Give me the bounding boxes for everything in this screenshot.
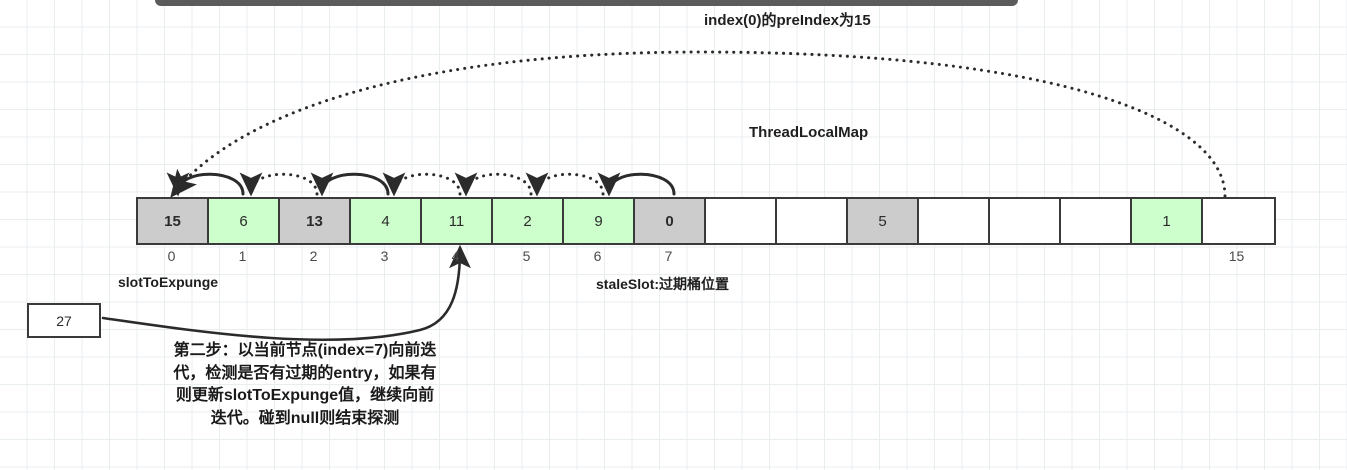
array-cell-value-3: 4 xyxy=(381,212,390,230)
array-cell-11 xyxy=(919,199,990,243)
array-cell-0: 15 xyxy=(138,199,209,243)
array-index-label-4: 4 xyxy=(451,248,460,264)
array-cell-value-4: 11 xyxy=(448,212,465,230)
array-cell-value-2: 13 xyxy=(306,212,323,230)
array-cell-8 xyxy=(706,199,777,243)
array-index-label-15: 15 xyxy=(1228,248,1245,264)
array-cell-value-5: 2 xyxy=(523,212,532,230)
array-cell-4: 11 xyxy=(422,199,493,243)
array-cell-value-6: 9 xyxy=(594,212,603,230)
array-cell-6: 9 xyxy=(564,199,635,243)
array-cell-2: 13 xyxy=(280,199,351,243)
array-cell-15 xyxy=(1203,199,1274,243)
array-index-label-6: 6 xyxy=(593,248,602,264)
array-cell-14: 1 xyxy=(1132,199,1203,243)
array-cell-3: 4 xyxy=(351,199,422,243)
array-cell-13 xyxy=(1061,199,1132,243)
step-caption: 第二步：以当前节点(index=7)向前迭 代，检测是否有过期的entry，如果… xyxy=(173,342,437,428)
array-index-label-1: 1 xyxy=(238,248,247,264)
value-box: 27 xyxy=(27,303,101,338)
array-index-label-7: 7 xyxy=(664,248,673,264)
stale-slot-label: staleSlot:过期桶位置 xyxy=(596,276,730,292)
array-cell-10: 5 xyxy=(848,199,919,243)
array-cell-value-10: 5 xyxy=(878,212,887,230)
array-cell-5: 2 xyxy=(493,199,564,243)
slot-to-expunge-label: slotToExpunge xyxy=(118,274,219,290)
value-box-text: 27 xyxy=(56,312,72,329)
array-cell-12 xyxy=(990,199,1061,243)
array-index-label-3: 3 xyxy=(380,248,389,264)
array-index-label-2: 2 xyxy=(309,248,318,264)
array-cell-value-0: 15 xyxy=(164,212,181,230)
array-cell-1: 6 xyxy=(209,199,280,243)
array-cell-7: 0 xyxy=(635,199,706,243)
array-cell-value-14: 1 xyxy=(1162,212,1171,230)
array-index-label-0: 0 xyxy=(167,248,176,264)
preindex-note: index(0)的preIndex为15 xyxy=(704,12,871,29)
threadlocalmap-array: 15 6 13 4 11 2 9 0 5 1 xyxy=(136,197,1276,245)
array-cell-value-1: 6 xyxy=(239,212,248,230)
hop-arrows xyxy=(166,172,676,197)
array-index-label-5: 5 xyxy=(522,248,531,264)
value-pointer-arrow xyxy=(101,244,471,342)
top-clipped-bar xyxy=(155,0,1018,6)
threadlocalmap-label: ThreadLocalMap xyxy=(749,124,869,141)
array-cell-value-7: 0 xyxy=(665,212,674,230)
array-cell-9 xyxy=(777,199,848,243)
wrap-around-arrow xyxy=(170,50,1227,198)
